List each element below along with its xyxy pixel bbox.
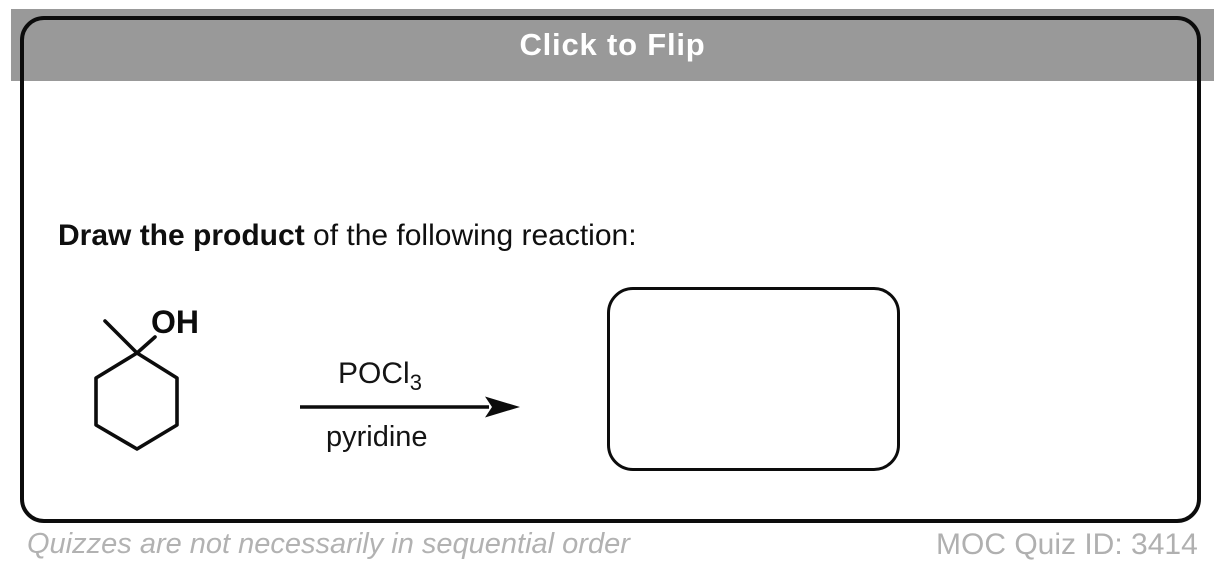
quiz-id-label: MOC Quiz ID: 3414 <box>936 528 1198 561</box>
solvent-below-arrow: pyridine <box>326 421 428 453</box>
flip-banner-label: Click to Flip <box>519 27 706 62</box>
question-prompt-bold: Draw the product <box>58 219 305 252</box>
flip-banner[interactable]: Click to Flip <box>11 9 1214 81</box>
reaction-arrow-icon <box>300 396 520 418</box>
cyclohexane-ring <box>94 351 179 451</box>
hydroxyl-bond <box>135 335 157 355</box>
footer-sequence-note: Quizzes are not necessarily in sequentia… <box>27 528 630 560</box>
hydroxyl-label: OH <box>151 304 199 340</box>
reagent-formula: POCl <box>338 357 410 390</box>
question-prompt-rest: of the following reaction: <box>304 219 637 252</box>
answer-box[interactable] <box>607 287 900 471</box>
question-prompt: Draw the product of the following reacti… <box>58 219 637 253</box>
methyl-bond <box>103 319 139 355</box>
reagent-above-arrow: POCl3 <box>338 357 422 396</box>
flashcard[interactable] <box>20 16 1201 523</box>
reactant-structure: OH <box>94 304 199 451</box>
reagent-formula-subscript: 3 <box>409 370 422 395</box>
